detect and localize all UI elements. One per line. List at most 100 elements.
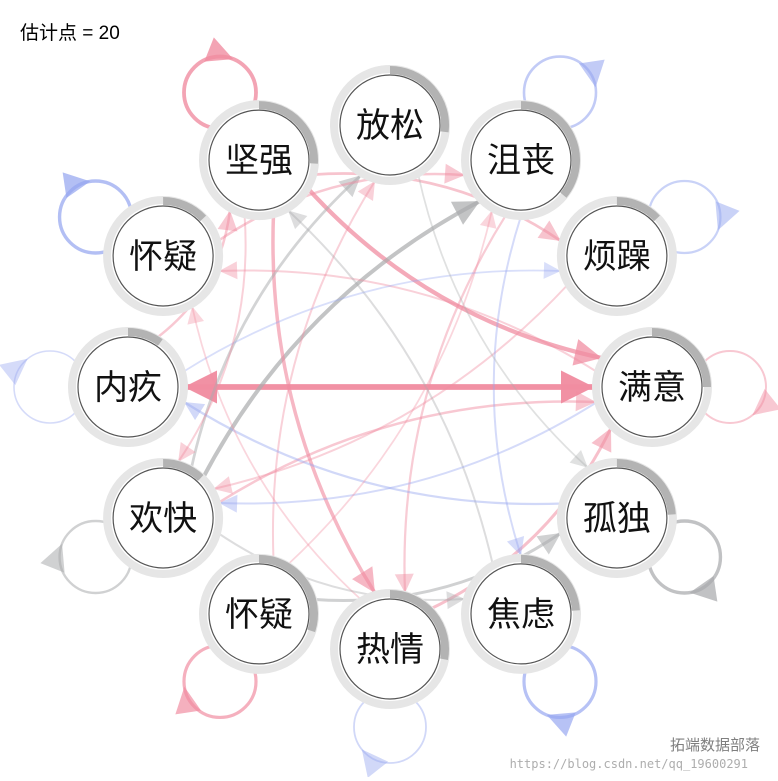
node-circle xyxy=(208,109,310,211)
node-pie-arc xyxy=(616,459,676,515)
arrowhead-neijiu-manyi xyxy=(561,370,594,404)
node-circle xyxy=(77,336,179,438)
node-label: 沮丧 xyxy=(487,141,555,181)
node-gudu: 孤独 xyxy=(556,458,677,578)
arrowhead-fangsong-gudu xyxy=(569,450,588,468)
arrowhead-neijiu-fanzao xyxy=(543,261,561,279)
arrowhead-huankuai-jiaolu xyxy=(446,591,465,610)
node-jusang: 沮丧 xyxy=(461,100,581,221)
node-pie-arc xyxy=(258,554,318,633)
node-label: 烦躁 xyxy=(583,237,651,277)
edge-jusang-jiaolu xyxy=(492,215,522,557)
node-pie-arc xyxy=(162,459,204,481)
node-circle xyxy=(112,205,214,307)
edge-reqing-huaiyi_t xyxy=(191,306,363,602)
arrowhead-gudu-neijiu xyxy=(184,402,206,421)
node-label: 满意 xyxy=(618,368,686,408)
node-circle xyxy=(470,109,572,211)
node-neijiu: 内疚 xyxy=(68,327,188,447)
self-loop-arrow-huaiyi_b xyxy=(175,686,202,715)
edge-huaiyi_b-gudu xyxy=(312,531,562,603)
edge-neijiu-fanzao xyxy=(181,269,561,374)
arrowhead-fanzao-huankuai xyxy=(213,476,233,494)
node-pie-arc xyxy=(258,101,318,164)
node-circle xyxy=(339,74,441,176)
edge-manyi-huaiyi_t xyxy=(219,269,599,374)
node-pie-arc xyxy=(520,554,580,611)
edge-jiaolu-jianqiang xyxy=(287,209,494,566)
node-jiaolu: 焦虑 xyxy=(461,553,581,674)
edge-huankuai-jiaolu xyxy=(216,531,466,601)
node-circle xyxy=(566,205,668,307)
node-label: 内疚 xyxy=(94,368,162,408)
node-circle xyxy=(470,563,572,665)
arrowhead-reqing-manyi xyxy=(591,428,612,453)
node-jianqiang: 坚强 xyxy=(199,100,319,221)
node-pie-arc xyxy=(162,197,207,222)
arrowhead-neijiu-jianqiang xyxy=(217,210,238,232)
edge-huaiyi_b-jusang xyxy=(286,210,493,567)
node-label: 坚强 xyxy=(225,141,293,181)
arrowhead-jianqiang-manyi xyxy=(572,339,602,366)
edge-fanzao-huankuai xyxy=(213,283,570,490)
node-huaiyi_t: 怀疑 xyxy=(103,196,224,316)
self-loop-arrow-jusang xyxy=(578,59,605,88)
node-circle xyxy=(208,563,310,665)
estimate-points-label: 估计点 = 20 xyxy=(20,23,120,44)
node-fangsong: 放松 xyxy=(330,65,450,185)
arrowhead-manyi-huankuai xyxy=(219,494,238,513)
self-loop-arrow-gudu xyxy=(689,575,718,602)
self-loop-arrow-huankuai xyxy=(40,543,65,573)
edge-huankuai-jusang xyxy=(200,199,481,480)
node-label: 放松 xyxy=(356,106,424,146)
arrowhead-huankuai-fangsong xyxy=(338,175,361,198)
node-huankuai: 欢快 xyxy=(103,458,224,578)
edge-huankuai-manyi xyxy=(216,400,597,505)
edge-jusang-reqing xyxy=(403,213,508,594)
arrowhead-jusang-jiaolu xyxy=(506,536,525,556)
node-label: 欢快 xyxy=(129,499,197,539)
node-label: 怀疑 xyxy=(225,595,293,635)
node-circle xyxy=(339,598,441,700)
node-manyi: 满意 xyxy=(592,327,712,447)
edge-fangsong-gudu xyxy=(417,173,589,469)
watermark-url: https://blog.csdn.net/qq_19600291 xyxy=(509,757,748,771)
arrowhead-huankuai-jusang xyxy=(450,201,480,225)
edge-jianqiang-huankuai xyxy=(177,214,247,463)
edge-reqing-manyi xyxy=(428,427,613,611)
edge-huaiyi_t-jusang xyxy=(216,172,466,243)
arrowhead-jiaolu-jianqiang xyxy=(288,210,308,230)
node-circle xyxy=(112,467,214,569)
node-huaiyi_b: 怀疑 xyxy=(199,553,319,674)
arrowhead-huankuai-manyi xyxy=(575,391,596,412)
arrowhead-huaiyi_t-jusang xyxy=(444,163,465,184)
node-label: 怀疑 xyxy=(129,237,197,277)
node-reqing: 热情 xyxy=(330,589,450,709)
watermark-text: 拓端数据部落 xyxy=(669,736,760,754)
node-pie-arc xyxy=(389,590,449,661)
node-pie-arc xyxy=(127,328,163,346)
node-pie-arc xyxy=(520,101,580,198)
node-fanzao: 烦躁 xyxy=(556,196,677,316)
node-pie-arc xyxy=(616,197,660,222)
arrowhead-jusang-reqing xyxy=(394,573,414,593)
node-circle xyxy=(566,467,668,569)
arrowhead-jianqiang-fanzao xyxy=(537,220,561,241)
arrowhead-manyi-neijiu xyxy=(184,370,217,404)
arrowhead-huaiyi_b-fangsong xyxy=(357,181,375,202)
node-label: 热情 xyxy=(356,630,424,670)
arrowhead-reqing-huaiyi_t xyxy=(187,306,205,325)
node-pie-arc xyxy=(389,66,449,133)
edge-jianqiang-manyi xyxy=(305,186,603,361)
self-loop-arrow-fanzao xyxy=(715,201,740,231)
node-label: 孤独 xyxy=(583,499,651,539)
arrowhead-huaiyi_b-gudu xyxy=(536,533,561,555)
edge-jianqiang-reqing xyxy=(271,214,377,594)
self-loop-arrow-jianqiang xyxy=(204,37,234,62)
node-pie-arc xyxy=(651,328,711,388)
self-loop-arrow-manyi xyxy=(752,388,778,416)
arrowhead-jianqiang-reqing xyxy=(352,566,375,593)
arrowhead-manyi-huaiyi_t xyxy=(219,261,238,280)
